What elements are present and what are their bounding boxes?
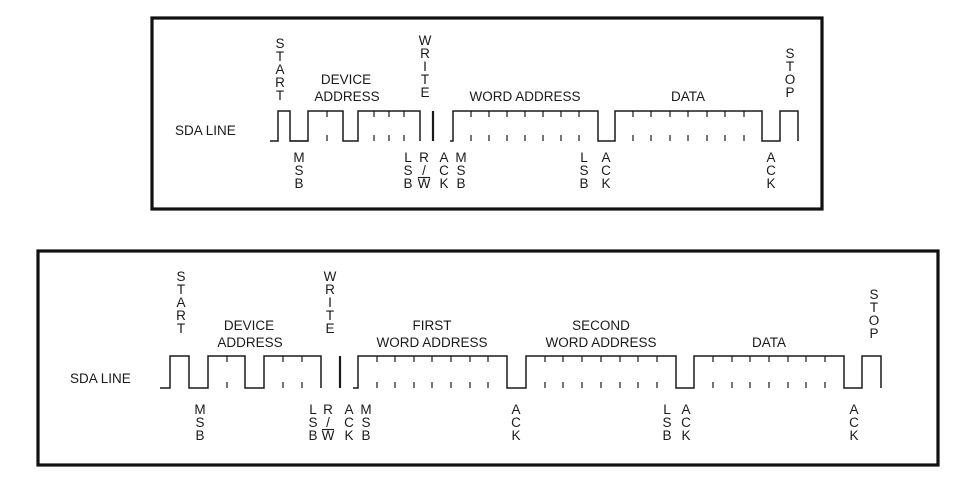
device-address-bit-ticks [226, 356, 303, 388]
device-address-label-line2: ADDRESS [217, 335, 282, 350]
sda-line-label: SDA LINE [175, 123, 236, 138]
sda-line-label: SDA LINE [70, 371, 131, 386]
diagram-two-word-address-write: SDA LINE [36, 249, 940, 467]
data-label: DATA [671, 89, 705, 104]
second-word-address-label-line1: SECOND [572, 318, 630, 333]
rw-label: R/W [322, 402, 335, 443]
device-address-label-line1: DEVICE [224, 318, 274, 333]
second-word-address-label-line2: WORD ADDRESS [545, 335, 656, 350]
first-word-address-label-line1: FIRST [413, 318, 452, 333]
word-address-label: WORD ADDRESS [469, 89, 580, 104]
first-word-address-label-line2: WORD ADDRESS [376, 335, 487, 350]
second-word-address-bit-ticks [544, 356, 658, 388]
word-address-bit-ticks [470, 111, 580, 141]
diagram-byte-write: SDA LINE [150, 16, 824, 211]
device-address-label-line2: ADDRESS [314, 89, 379, 104]
data-label: DATA [752, 335, 786, 350]
rw-label: R/W [418, 150, 431, 191]
data-bit-ticks [712, 356, 826, 388]
data-bit-ticks [632, 111, 745, 141]
device-address-bit-ticks [326, 111, 405, 141]
first-word-address-bit-ticks [376, 356, 489, 388]
device-address-label-line1: DEVICE [321, 72, 371, 87]
diagram-frame [150, 16, 824, 211]
